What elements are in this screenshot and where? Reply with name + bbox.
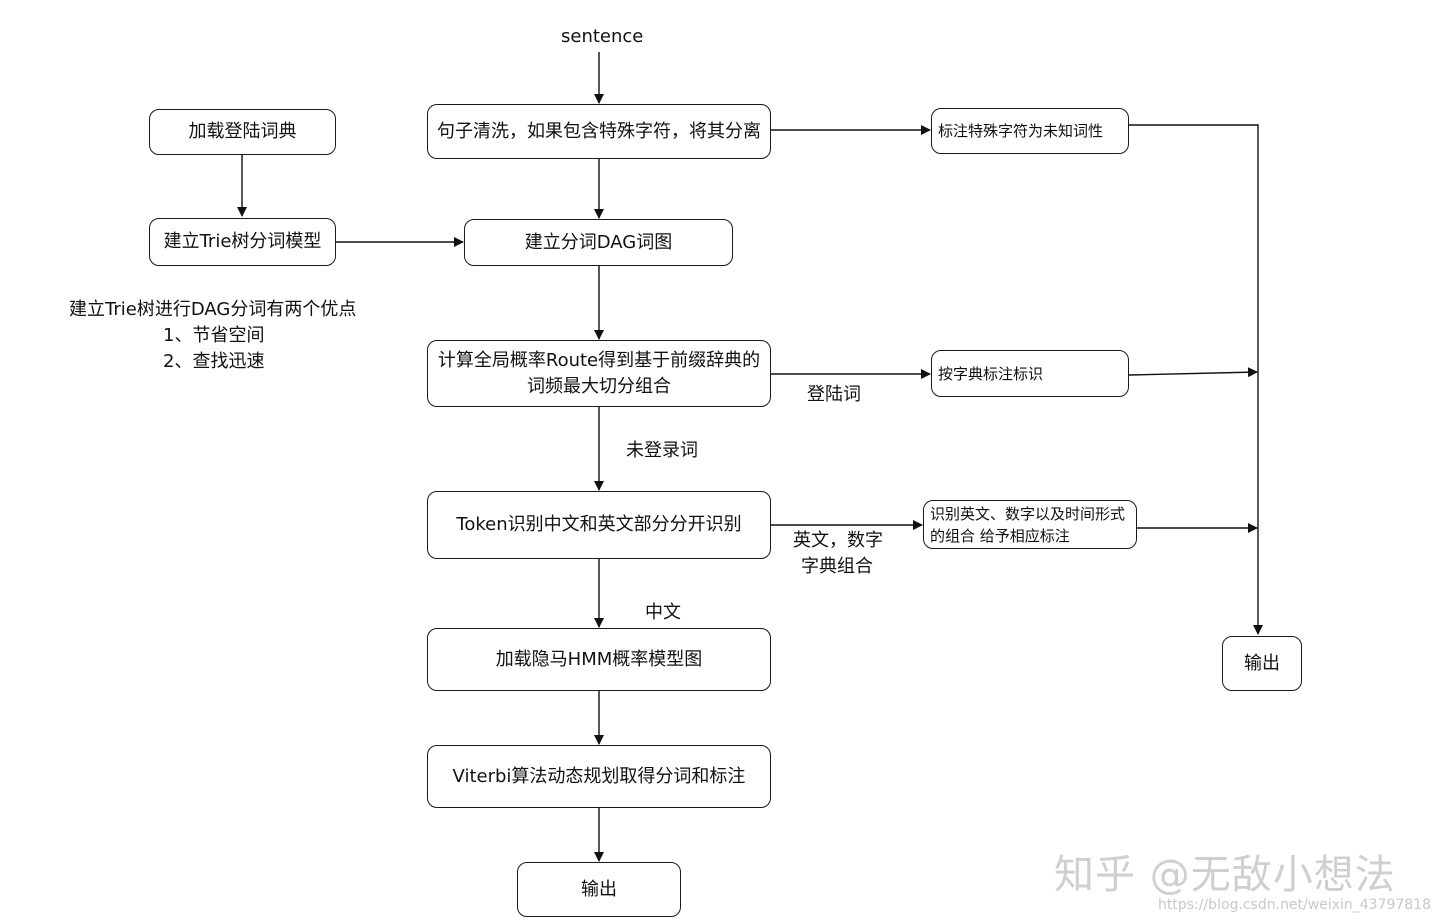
note-item-save-space: 1、节省空间 xyxy=(163,325,265,346)
node-load-hmm: 加载隐马HMM概率模型图 xyxy=(427,628,771,691)
node-mark-special: 标注特殊字符为未知词性 xyxy=(931,108,1129,154)
node-compute-route: 计算全局概率Route得到基于前缀辞典的词频最大切分组合 xyxy=(427,340,771,407)
edge-label-unregistered-word: 未登录词 xyxy=(626,440,698,461)
input-label-sentence: sentence xyxy=(561,26,644,47)
watermark-url: https://blog.csdn.net/weixin_43797818 xyxy=(1158,897,1432,913)
node-build-dag: 建立分词DAG词图 xyxy=(464,219,733,266)
node-output-bottom: 输出 xyxy=(517,862,681,917)
edge-label-english-number: 英文，数字 xyxy=(793,530,883,551)
watermark-zhihu: 知乎 @无敌小想法 xyxy=(1054,852,1396,898)
edge-special-to-output xyxy=(1129,124,1263,635)
node-viterbi: Viterbi算法动态规划取得分词和标注 xyxy=(427,745,771,808)
edge-dict-mark-to-collector xyxy=(1128,367,1258,378)
edge-label-chinese: 中文 xyxy=(645,602,681,623)
node-output-right: 输出 xyxy=(1222,636,1302,691)
node-mark-dictionary: 按字典标注标识 xyxy=(931,350,1129,397)
edge-label-dict-combination: 字典组合 xyxy=(801,556,873,577)
node-load-dictionary: 加载登陆词典 xyxy=(149,109,336,155)
note-item-fast-lookup: 2、查找迅速 xyxy=(163,351,265,372)
edge-label-login-word: 登陆词 xyxy=(807,384,861,405)
node-mark-english-number: 识别英文、数字以及时间形式的组合 给予相应标注 xyxy=(923,500,1137,549)
node-build-trie: 建立Trie树分词模型 xyxy=(149,218,336,266)
note-trie-advantages-title: 建立Trie树进行DAG分词有两个优点 xyxy=(69,299,357,320)
node-sentence-clean: 句子清洗，如果包含特殊字符，将其分离 xyxy=(427,104,771,159)
node-token-recognize: Token识别中文和英文部分分开识别 xyxy=(427,491,771,559)
